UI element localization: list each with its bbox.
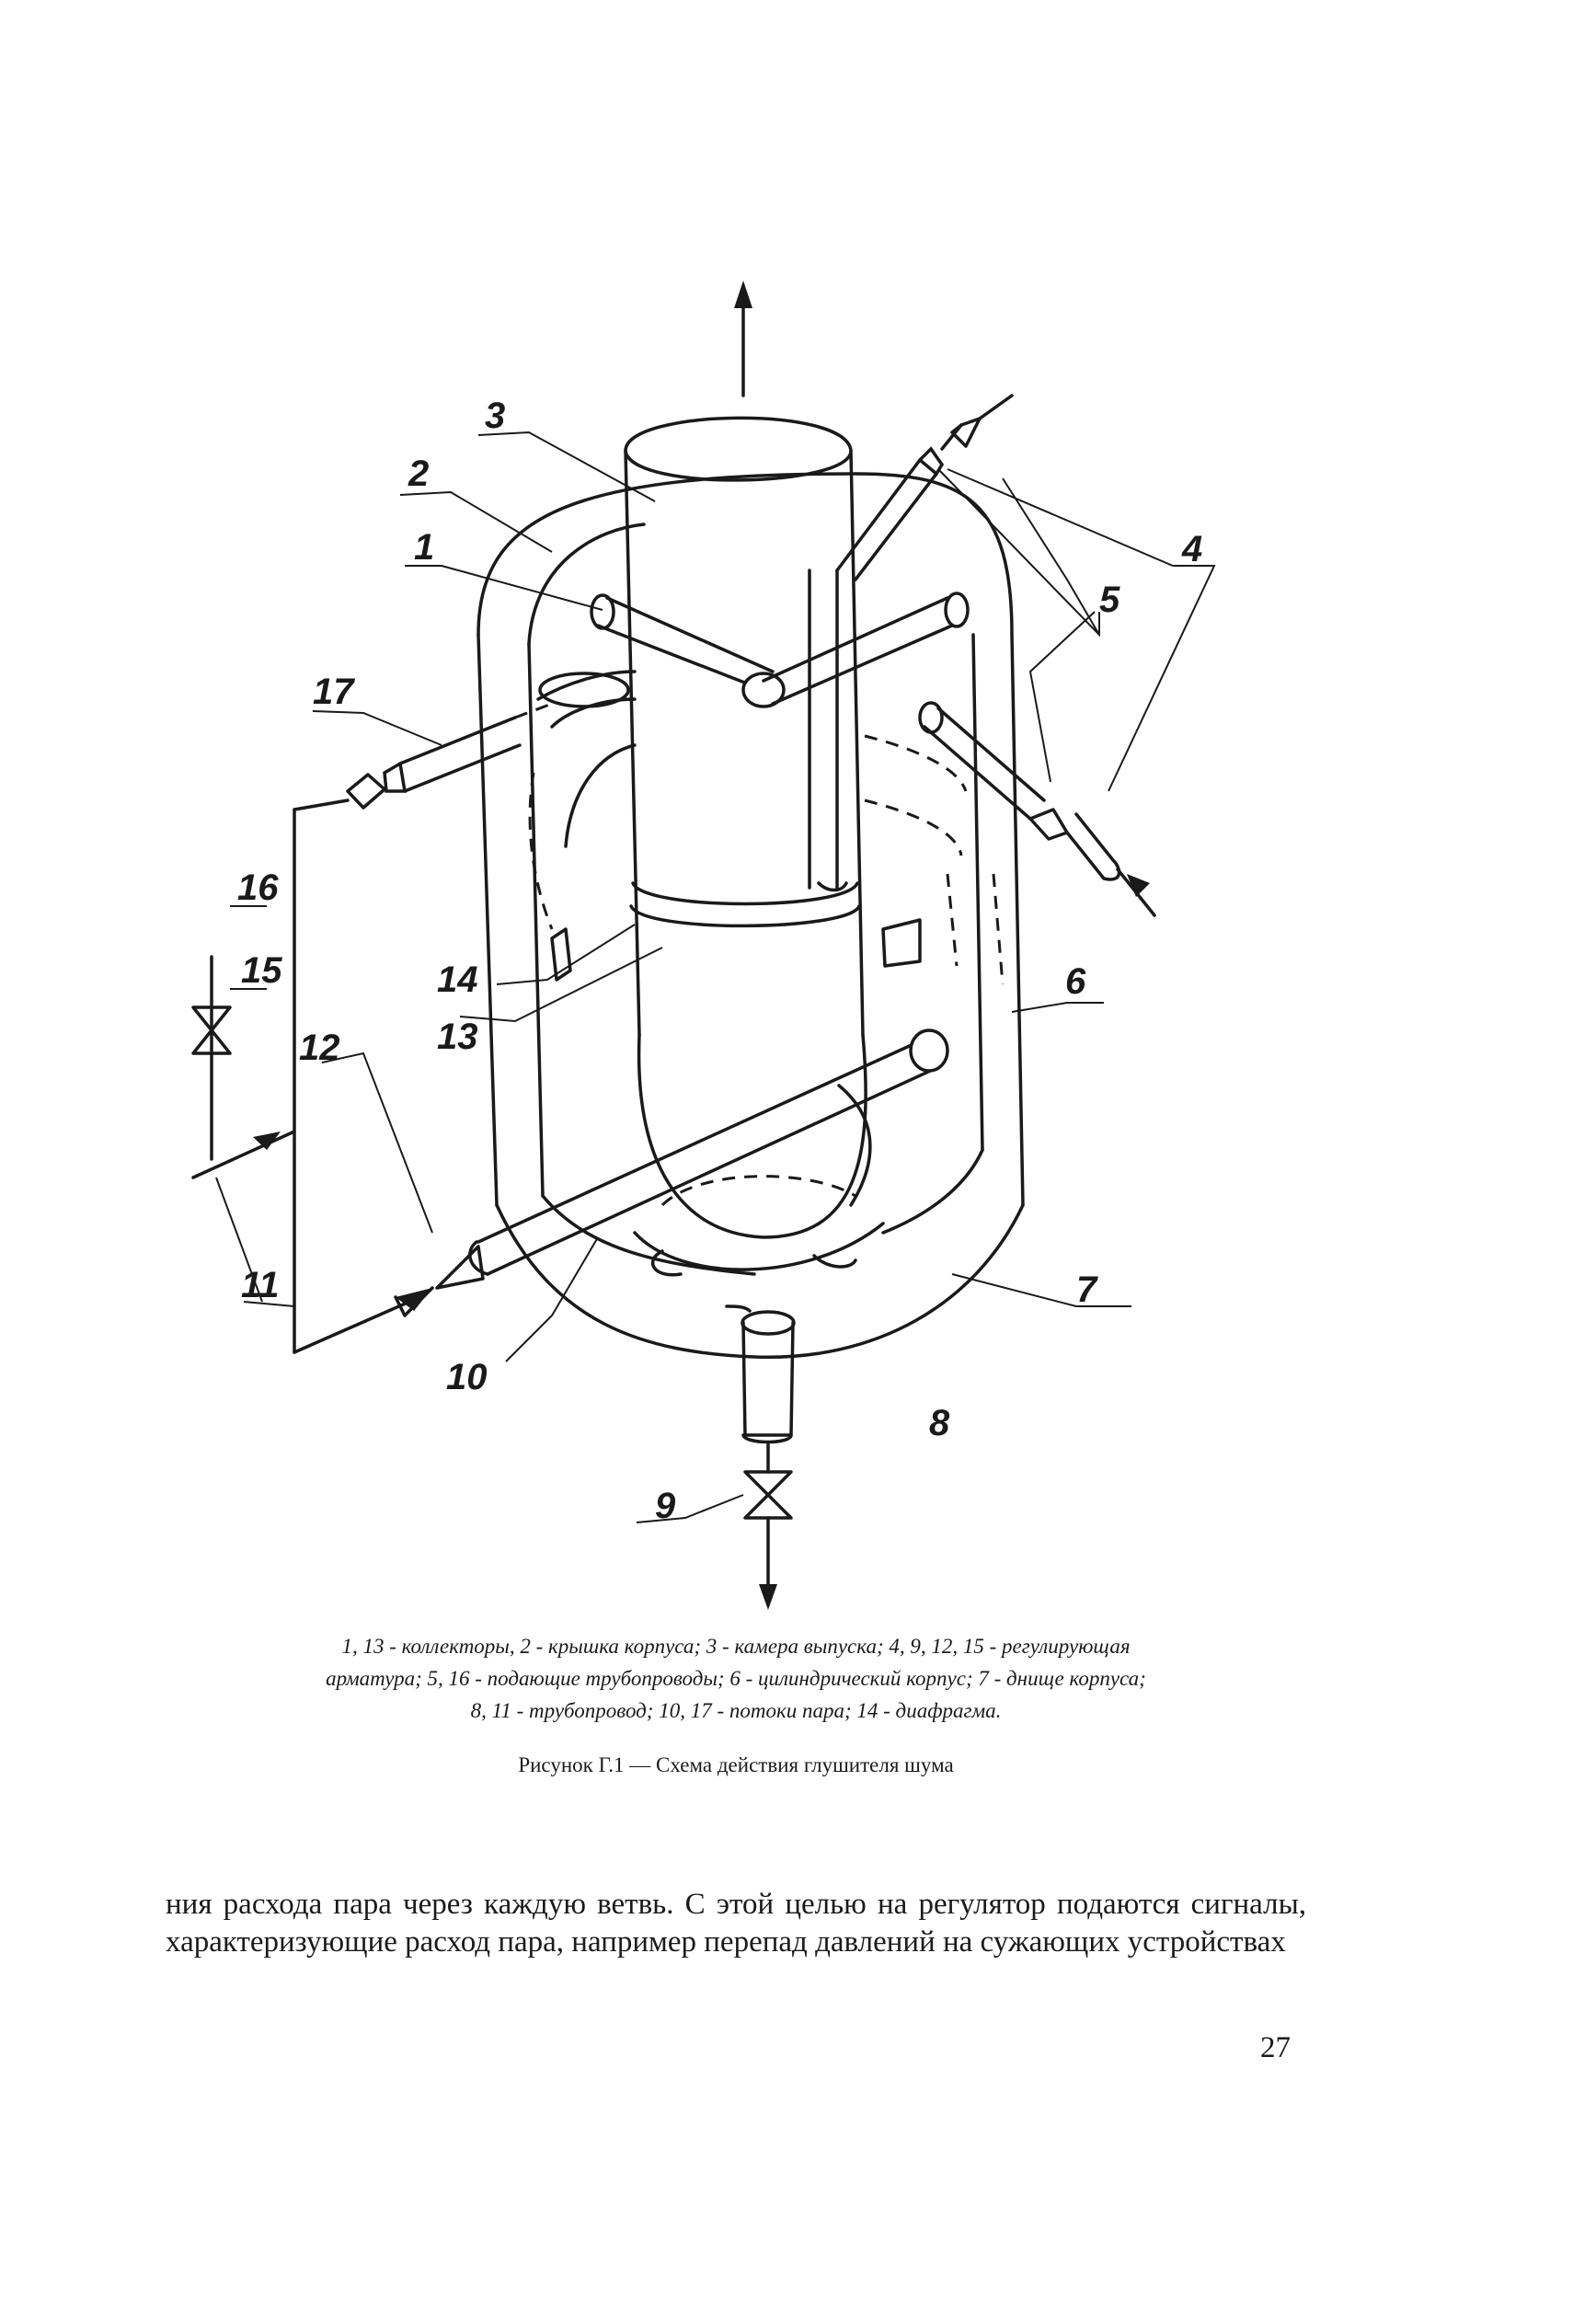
body-paragraph: ния расхода пара через каждую ветвь. С э…	[166, 1888, 1306, 1959]
label-11: 11	[241, 1265, 280, 1305]
label-8: 8	[929, 1403, 950, 1443]
page-number: 27	[1260, 2031, 1291, 2064]
outlet-arrow	[734, 281, 752, 397]
drain-pipe	[741, 1310, 796, 1610]
label-14: 14	[437, 959, 478, 1000]
flow-17-pipe	[346, 672, 630, 810]
supply-pipe-5	[835, 394, 1156, 917]
caption-line-3: 8, 11 - трубопровод; 10, 17 - потоки пар…	[470, 1699, 1002, 1722]
label-16: 16	[237, 867, 279, 908]
collector-10-13	[293, 1028, 949, 1354]
leader-lines	[215, 431, 1216, 1523]
internal-flows	[528, 670, 1005, 1313]
label-6: 6	[1065, 961, 1086, 1002]
label-10: 10	[446, 1357, 488, 1397]
caption-line-2: арматура; 5, 16 - подающие трубопроводы;…	[326, 1667, 1146, 1690]
silencer-diagram: 3 2 1 17 16 15 14 13 12 11 10 4 5 6 7 8 …	[191, 281, 1216, 1610]
exhaust-chamber	[624, 416, 867, 1239]
label-3: 3	[485, 396, 505, 436]
label-17: 17	[313, 672, 355, 712]
label-5: 5	[1099, 580, 1120, 620]
label-12: 12	[299, 1028, 340, 1068]
label-4: 4	[1181, 529, 1202, 569]
label-2: 2	[408, 454, 429, 494]
caption-line-1: 1, 13 - коллекторы, 2 - крышка корпуса; …	[341, 1635, 1131, 1658]
label-7: 7	[1076, 1270, 1098, 1310]
part-labels: 3 2 1 17 16 15 14 13 12 11 10 4 5 6 7 8 …	[237, 396, 1202, 1526]
figure-caption: 1, 13 - коллекторы, 2 - крышка корпуса; …	[166, 1630, 1306, 1727]
external-loop	[191, 799, 350, 1354]
label-13: 13	[437, 1017, 478, 1057]
vessel-body	[477, 472, 1025, 1360]
figure-title: Рисунок Г.1 — Схема действия глушителя ш…	[518, 1753, 954, 1776]
label-9: 9	[655, 1486, 676, 1526]
collector-1	[590, 569, 970, 892]
label-1: 1	[414, 527, 434, 568]
label-15: 15	[241, 950, 282, 991]
